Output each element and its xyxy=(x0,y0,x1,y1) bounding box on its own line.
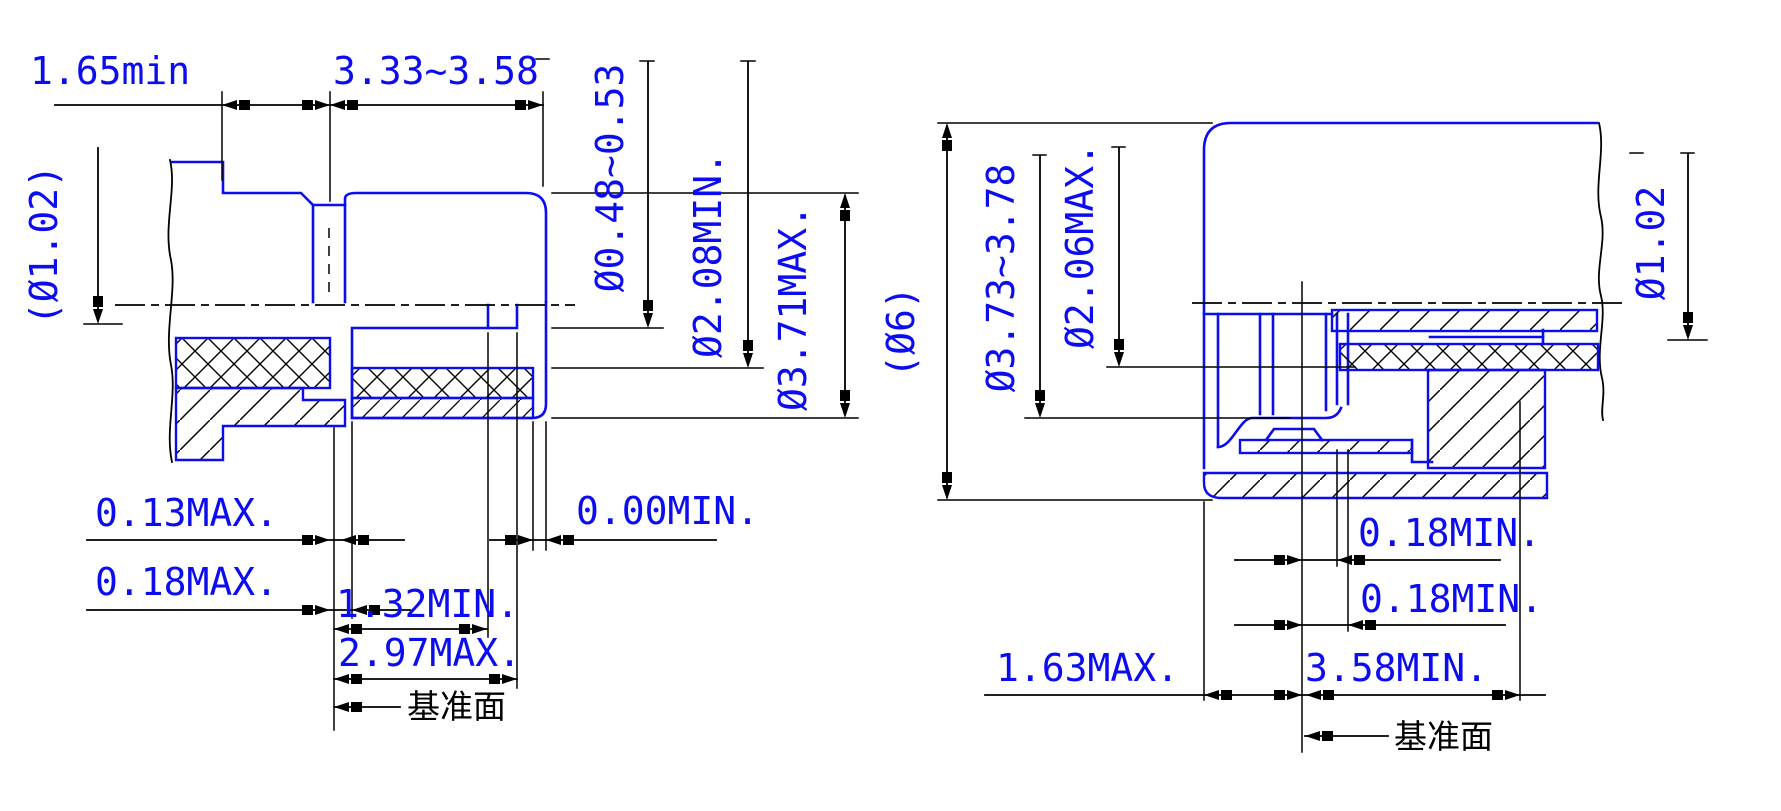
left-part-outline xyxy=(167,158,548,464)
dim-label-013: 0.13MAX. xyxy=(95,491,278,535)
dim-label-000: 0.00MIN. xyxy=(576,489,759,533)
dim-label-018-lower: 0.18MIN. xyxy=(1360,577,1543,621)
dim-label-018: 0.18MAX. xyxy=(95,560,278,604)
right-dimension-lines xyxy=(937,122,1708,741)
dim-label-body-dia: Ø3.71MAX. xyxy=(771,205,815,411)
left-dimension-lines xyxy=(54,58,859,731)
right-view: (Ø6) Ø3.73~3.78 Ø2.06MAX. Ø1.02 0.18MIN.… xyxy=(879,121,1708,756)
break-line xyxy=(1597,121,1605,422)
dim-label-outer-dia: (Ø6) xyxy=(879,286,923,378)
dim-label-018-upper: 0.18MIN. xyxy=(1358,511,1541,555)
datum-label-right: 基准面 xyxy=(1394,717,1493,756)
dim-label-shell-dia: Ø3.73~3.78 xyxy=(979,164,1023,393)
dim-label-358: 3.58MIN. xyxy=(1305,646,1488,690)
dim-label-pin-dia: Ø0.48~0.53 xyxy=(588,64,632,293)
dim-label-297: 2.97MAX. xyxy=(338,631,521,675)
dim-label-bore-dia: Ø2.08MIN. xyxy=(686,152,730,358)
datum-label-left: 基准面 xyxy=(407,687,506,726)
dim-label-len-range: 3.33~3.58 xyxy=(333,49,539,93)
dim-label-wire-dia: Ø1.02 xyxy=(1629,186,1673,300)
dim-label-len-min: 1.65min xyxy=(30,49,190,93)
left-view: 1.65min 3.33~3.58 (Ø1.02) Ø0.48~0.53 Ø2.… xyxy=(22,49,859,731)
dim-label-163: 1.63MAX. xyxy=(996,646,1179,690)
break-line xyxy=(167,158,174,464)
dim-label-cable-dia: (Ø1.02) xyxy=(22,165,66,325)
dim-label-contact-dia: Ø2.06MAX. xyxy=(1058,143,1102,349)
dim-label-132: 1.32MIN. xyxy=(336,582,519,626)
right-part-outline xyxy=(1202,121,1605,500)
